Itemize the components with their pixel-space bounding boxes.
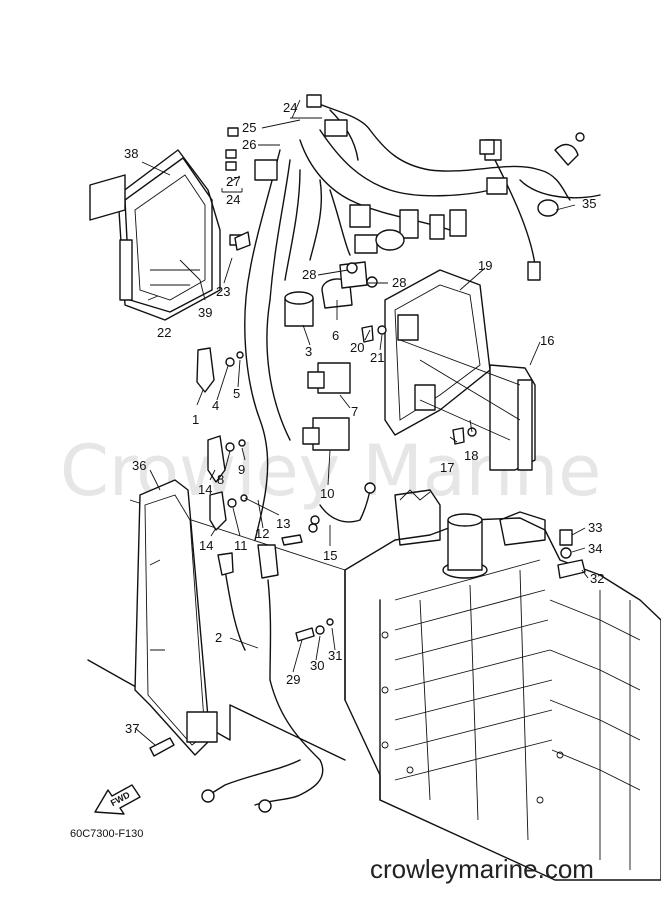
callout-9: 9 [238,462,245,477]
callout-1: 1 [192,412,199,427]
callout-11: 11 [234,538,248,553]
engine-block [344,489,661,881]
callout-35: 35 [582,196,596,211]
callout-14: 14 [198,482,212,497]
callout-6: 6 [332,328,339,343]
callout-26: 26 [242,137,256,152]
callout-15: 15 [323,548,337,563]
callout-27: 27 [226,174,240,189]
callout-30: 30 [310,658,324,673]
callout-14: 14 [199,538,213,553]
site-url: crowleymarine.com [370,854,594,884]
ground-cables [201,482,376,813]
callout-numbers: 2425262724383519223923282862021316145798… [124,100,604,736]
callout-4: 4 [212,398,219,413]
callout-17: 17 [440,460,454,475]
callout-12: 12 [255,526,269,541]
callout-16: 16 [540,333,554,348]
callout-13: 13 [276,516,290,531]
relay-parts [284,261,368,451]
electrical-box-cover [89,149,221,321]
callout-25: 25 [242,120,256,135]
callout-5: 5 [233,386,240,401]
callout-33: 33 [588,520,602,535]
callout-24: 24 [283,100,297,115]
callout-28: 28 [392,275,406,290]
callout-21: 21 [370,350,384,365]
callout-28: 28 [302,267,316,282]
callout-20: 20 [350,340,364,355]
callout-2: 2 [215,630,222,645]
callout-18: 18 [464,448,478,463]
callout-32: 32 [590,571,604,586]
bolts-washers [234,231,586,642]
callout-7: 7 [351,404,358,419]
callout-19: 19 [478,258,492,273]
callout-3: 3 [305,344,312,359]
callout-34: 34 [588,541,602,556]
callout-37: 37 [125,721,139,736]
leader-lines [134,99,589,746]
side-cover [134,479,218,757]
callout-29: 29 [286,672,300,687]
callout-31: 31 [328,648,342,663]
callout-22: 22 [157,325,171,340]
callout-38: 38 [124,146,138,161]
callout-8: 8 [217,472,224,487]
fwd-arrow-icon: FWD [94,784,141,815]
callout-39: 39 [198,305,212,320]
callout-10: 10 [320,486,334,501]
callout-23: 23 [216,284,230,299]
diagram-code: 60C7300-F130 [70,828,143,840]
callout-24: 24 [226,192,240,207]
callout-36: 36 [132,458,146,473]
bracket-assembly [384,269,536,471]
